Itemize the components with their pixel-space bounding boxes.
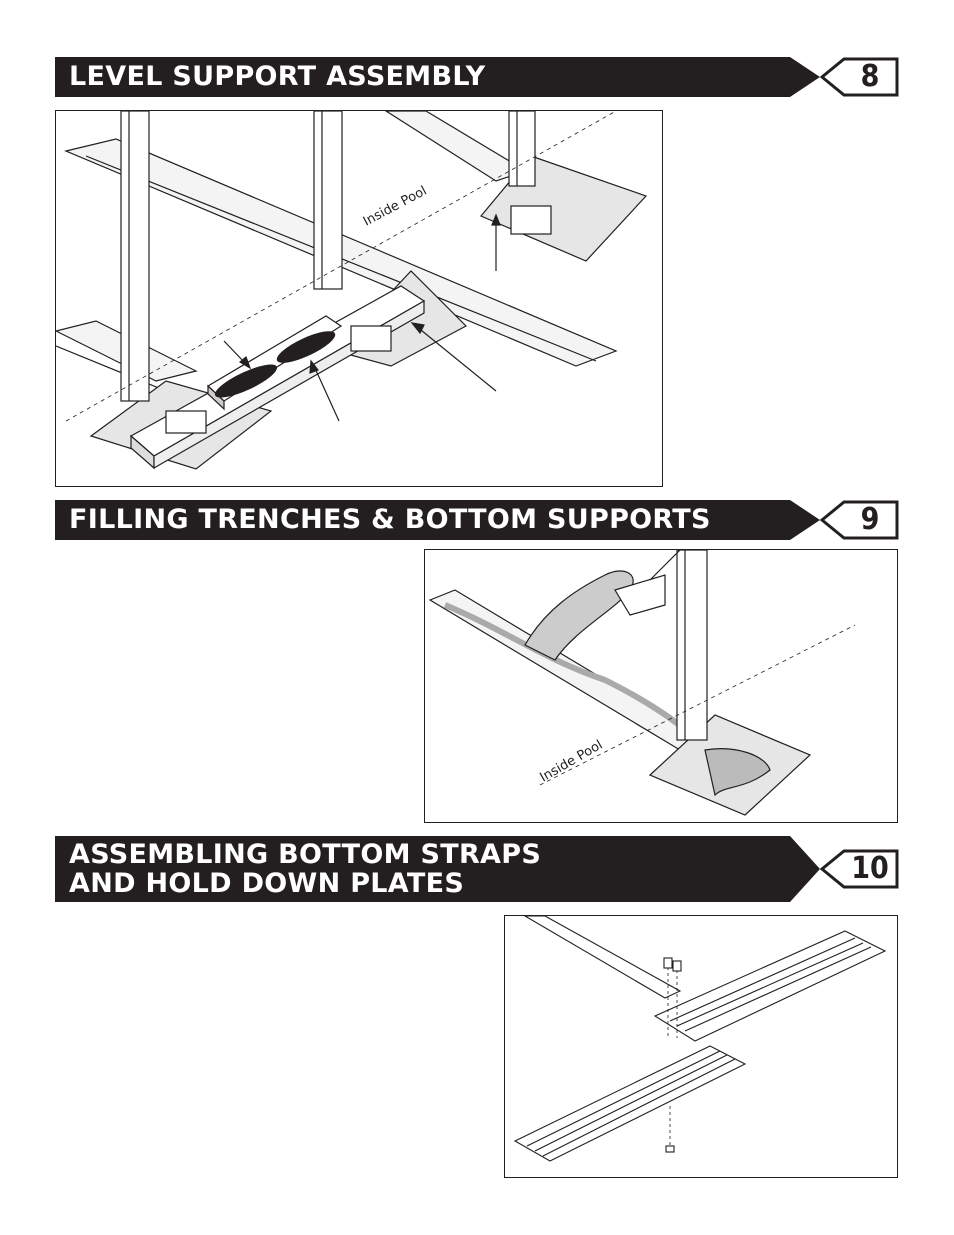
- level-support-figure: Inside Pool: [55, 110, 663, 487]
- section-8-title: LEVEL SUPPORT ASSEMBLY: [69, 61, 486, 92]
- bottom-straps-figure: [504, 915, 898, 1178]
- section-8-banner: [55, 57, 820, 97]
- section-8-header: LEVEL SUPPORT ASSEMBLY 8: [55, 57, 899, 97]
- section-10-title: ASSEMBLING BOTTOM STRAPS AND HOLD DOWN P…: [69, 839, 542, 899]
- step-9-tab: [820, 500, 899, 540]
- section-10-header: ASSEMBLING BOTTOM STRAPS AND HOLD DOWN P…: [55, 836, 899, 902]
- level-support-illustration: Inside Pool: [56, 111, 648, 470]
- section-9-title: FILLING TRENCHES & BOTTOM SUPPORTS: [69, 504, 711, 535]
- section-9-banner: [55, 500, 820, 540]
- step-10-number: 10: [851, 851, 889, 886]
- filling-trenches-inside-pool-label: Inside Pool: [538, 738, 606, 786]
- step-8-tab: [820, 57, 899, 97]
- bottom-straps-illustration: [513, 916, 887, 1162]
- level-support-inside-pool-label: Inside Pool: [361, 184, 430, 230]
- filling-trenches-illustration: Inside Pool: [428, 550, 856, 816]
- section-9-header: FILLING TRENCHES & BOTTOM SUPPORTS 9: [55, 500, 899, 540]
- level-bubble-right: [276, 331, 336, 363]
- level-bubble-left: [214, 364, 278, 398]
- step-9-number: 9: [860, 502, 880, 537]
- filling-trenches-figure: Inside Pool: [424, 549, 898, 823]
- section-10-banner: [55, 836, 820, 902]
- step-8-number: 8: [860, 59, 880, 94]
- step-10-tab: [820, 849, 899, 889]
